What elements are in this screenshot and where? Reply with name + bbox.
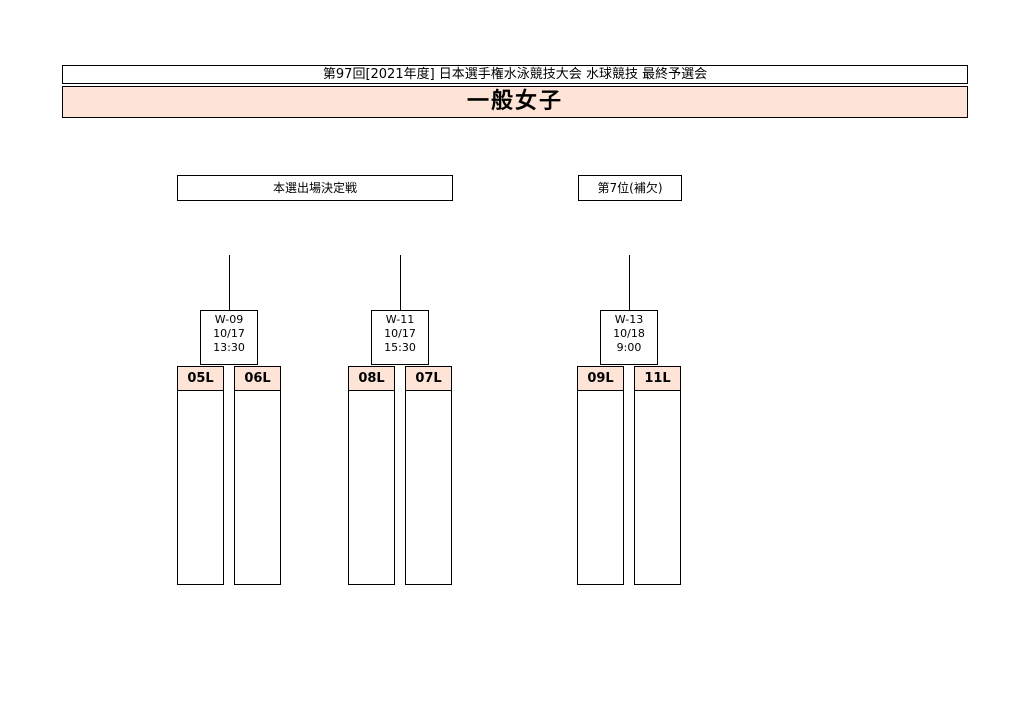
match-info-w09: W-09 10/17 13:30 [200, 310, 258, 365]
match-date: 10/17 [384, 327, 416, 340]
bracket-line [229, 255, 230, 310]
bracket-line [400, 255, 401, 310]
team-slot-05l: 05L [177, 366, 224, 391]
team-column-09l [577, 391, 624, 585]
match-time: 9:00 [616, 341, 642, 354]
team-slot-08l: 08L [348, 366, 395, 391]
match-time: 15:30 [384, 341, 416, 354]
match-date: 10/18 [613, 327, 645, 340]
team-slot-11l: 11L [634, 366, 681, 391]
tournament-title: 第97回[2021年度] 日本選手権水泳競技大会 水球競技 最終予選会 [62, 65, 968, 84]
round-label-seventh: 第7位(補欠) [578, 175, 682, 201]
bracket-line [629, 255, 630, 310]
team-column-08l [348, 391, 395, 585]
match-id: W-13 [614, 313, 644, 326]
category-title: 一般女子 [62, 86, 968, 118]
round-label-main: 本選出場決定戦 [177, 175, 453, 201]
match-id: W-11 [385, 313, 415, 326]
team-slot-06l: 06L [234, 366, 281, 391]
match-time: 13:30 [213, 341, 245, 354]
team-column-07l [405, 391, 452, 585]
team-column-06l [234, 391, 281, 585]
match-id: W-09 [214, 313, 244, 326]
match-date: 10/17 [213, 327, 245, 340]
match-info-w13: W-13 10/18 9:00 [600, 310, 658, 365]
team-slot-07l: 07L [405, 366, 452, 391]
match-info-w11: W-11 10/17 15:30 [371, 310, 429, 365]
team-slot-09l: 09L [577, 366, 624, 391]
team-column-05l [177, 391, 224, 585]
team-column-11l [634, 391, 681, 585]
